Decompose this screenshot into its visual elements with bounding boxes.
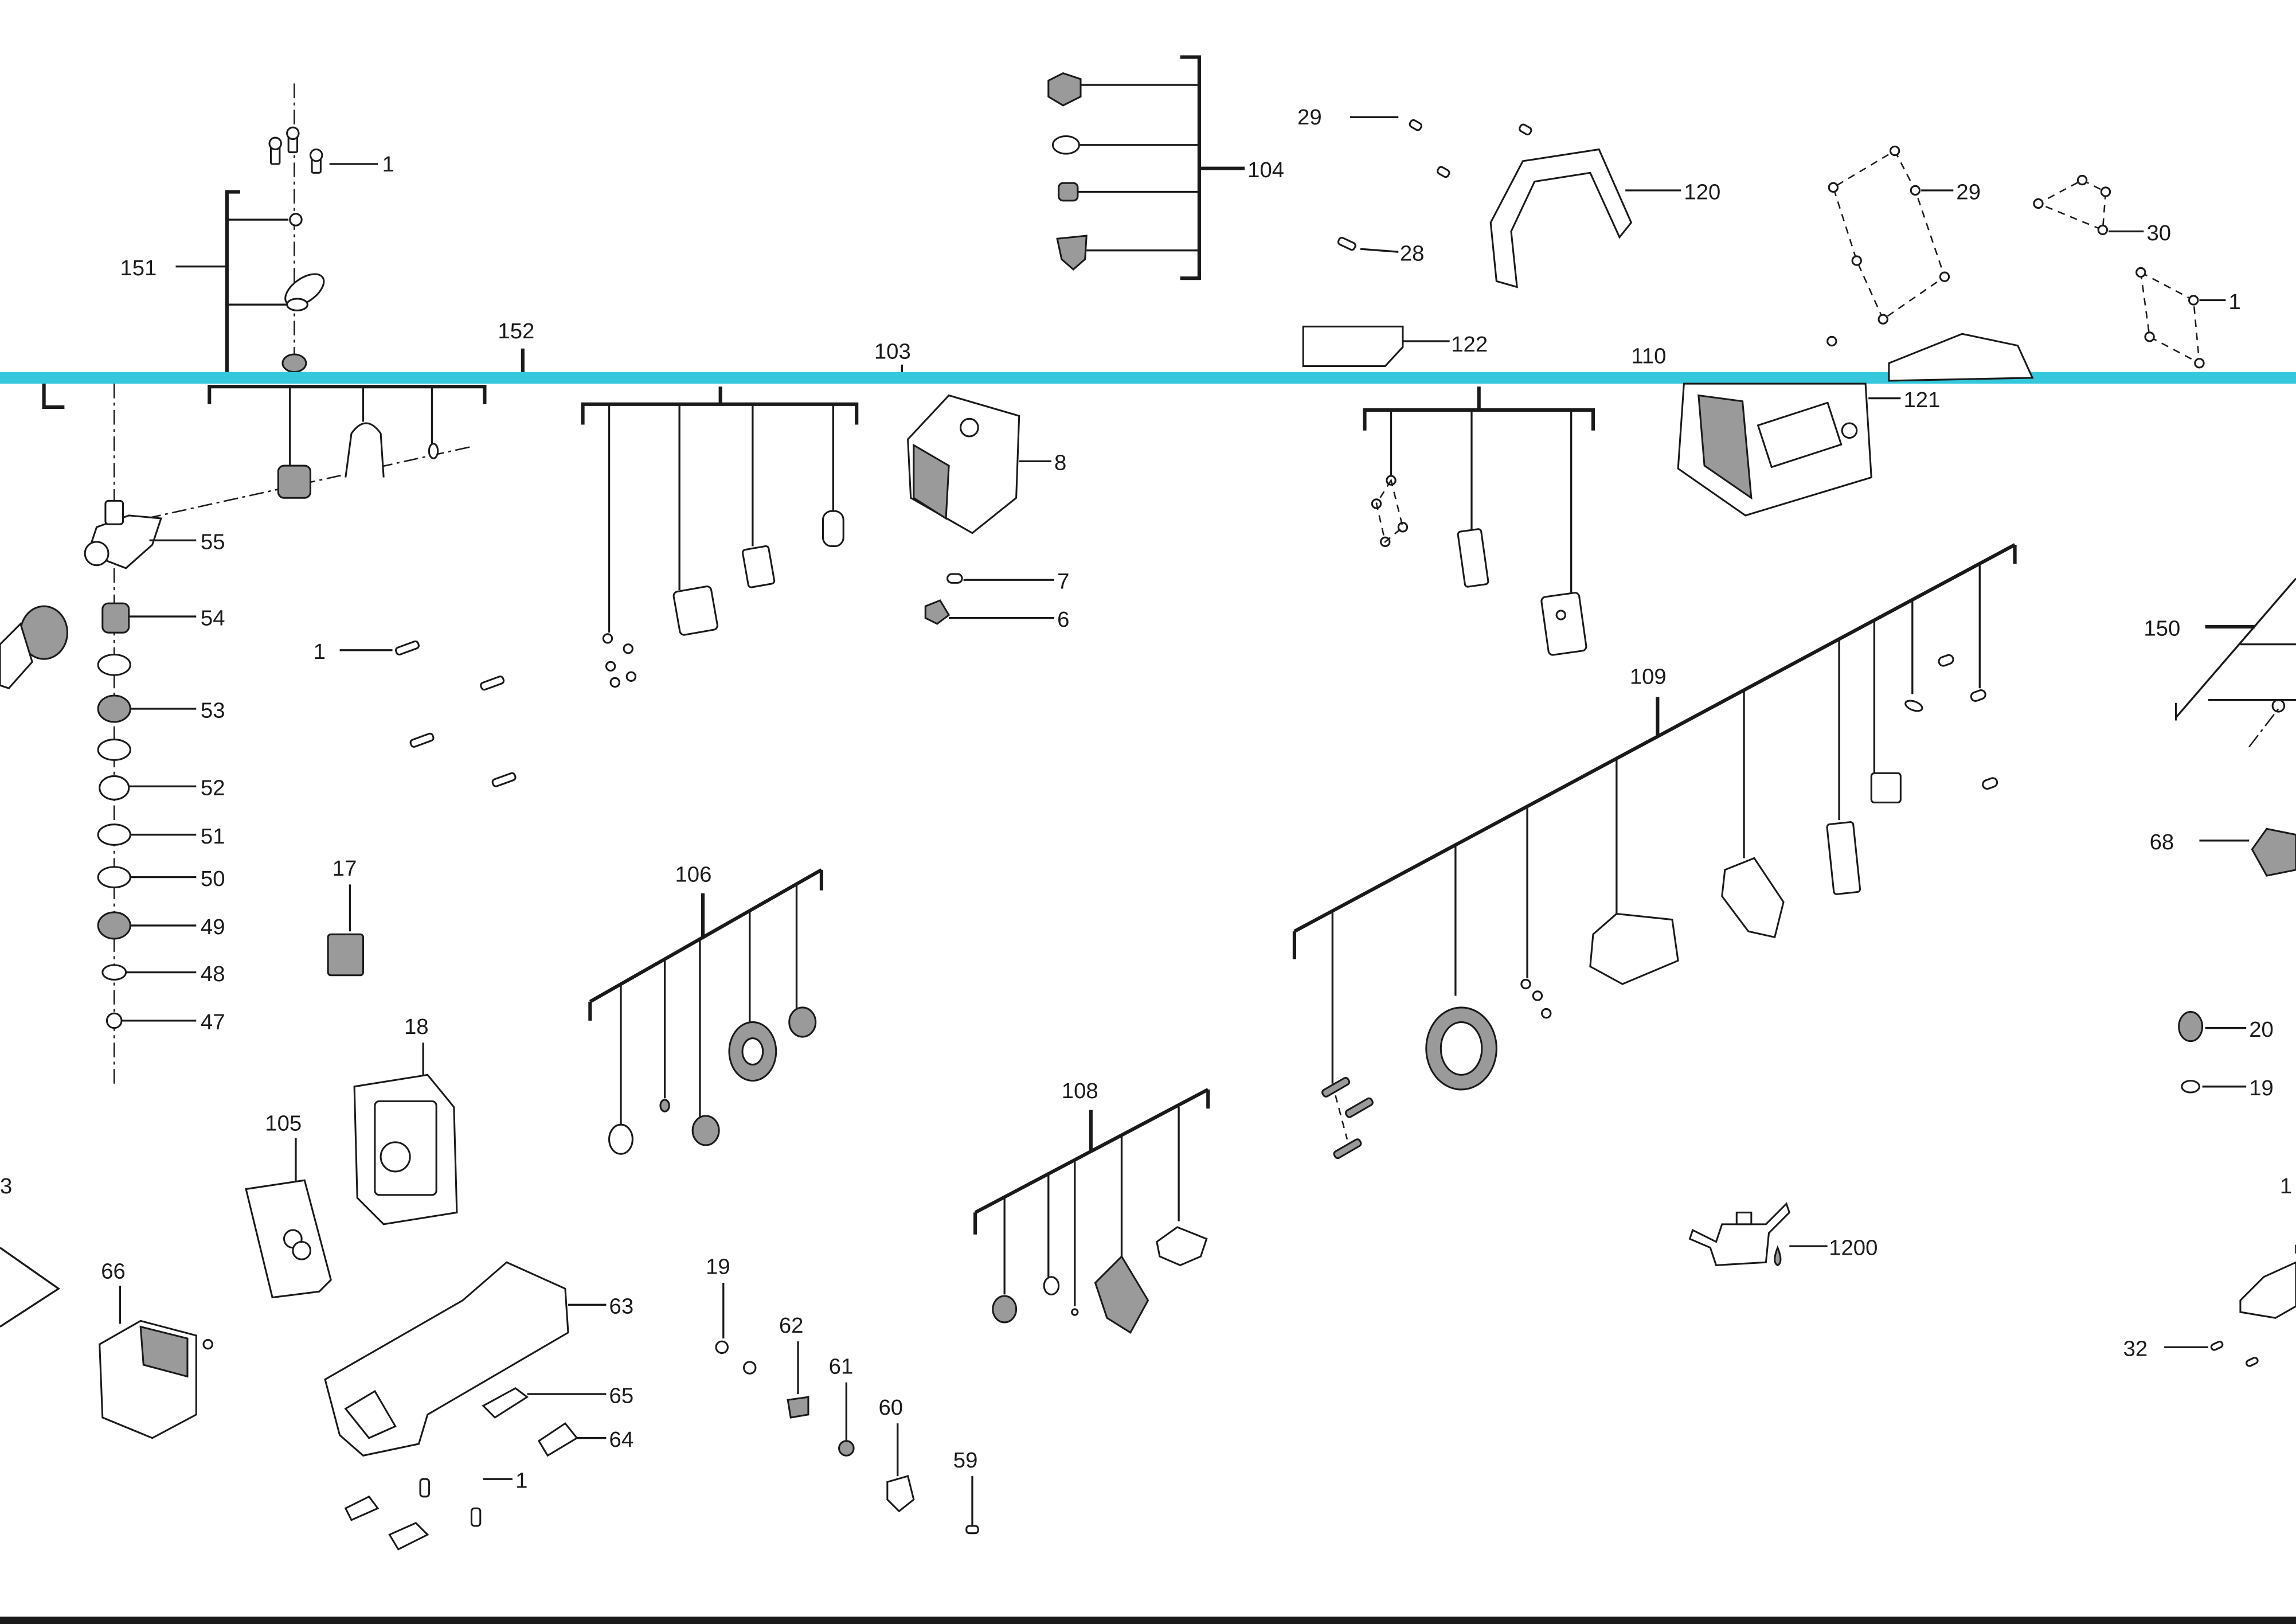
part-group-103	[581, 387, 859, 688]
callout-109: 109	[1630, 665, 1667, 689]
callout-20: 20	[2249, 1017, 2274, 1042]
part-group-68-20-19	[2178, 827, 2296, 1094]
highlight-band	[0, 372, 2296, 384]
part-group-screw-patterns	[1826, 145, 2226, 369]
callout-62: 62	[779, 1313, 804, 1338]
part-group-109	[1292, 543, 2017, 1160]
part-122-label-plate	[1302, 325, 1450, 367]
part-group-valve-stack	[0, 384, 197, 1084]
part-group-151	[175, 83, 378, 374]
part-group-screws-mid	[339, 640, 517, 787]
callout-59: 59	[953, 1448, 978, 1473]
callout-3: 3	[0, 1174, 12, 1199]
callout-19-right: 19	[2249, 1076, 2274, 1100]
callout-1-top: 1	[382, 152, 394, 177]
callout-52: 52	[201, 776, 225, 801]
part-group-3-66	[0, 1247, 213, 1439]
callout-63: 63	[609, 1294, 634, 1319]
part-group-110	[1363, 387, 1595, 656]
callout-121: 121	[1903, 388, 1940, 412]
callout-28: 28	[1400, 241, 1425, 266]
part-121-housing	[1677, 333, 2034, 517]
part-group-32	[2164, 1244, 2296, 1367]
part-group-104	[1047, 55, 1245, 280]
part-group-106	[588, 868, 823, 1155]
part-group-8-7-6	[907, 394, 1055, 625]
callout-1-edge: 1	[2280, 1174, 2292, 1199]
part-group-108	[973, 1088, 1210, 1334]
callout-29-a: 29	[1297, 105, 1322, 130]
callout-8: 8	[1054, 451, 1066, 475]
callout-7: 7	[1057, 569, 1069, 594]
callout-104: 104	[1247, 158, 1284, 182]
callout-18: 18	[404, 1014, 429, 1039]
part-group-150	[2174, 577, 2296, 748]
part-group-63-base	[324, 1261, 607, 1551]
callout-49: 49	[201, 915, 225, 939]
callout-105: 105	[265, 1111, 302, 1135]
callout-152: 152	[498, 319, 534, 343]
callout-1-mid: 1	[314, 639, 326, 664]
callout-103: 103	[874, 339, 911, 364]
bottom-rule	[0, 1617, 2296, 1624]
callout-1-right: 1	[2229, 290, 2241, 314]
callout-120: 120	[1684, 179, 1720, 204]
callout-47: 47	[201, 1010, 225, 1034]
callout-151: 151	[120, 256, 157, 280]
callout-65: 65	[609, 1383, 634, 1408]
callout-122: 122	[1451, 332, 1488, 357]
callout-1200: 1200	[1829, 1235, 1878, 1260]
callout-64: 64	[609, 1427, 634, 1452]
callout-55: 55	[201, 530, 225, 555]
callout-54: 54	[201, 606, 225, 630]
callout-53: 53	[201, 698, 225, 723]
callout-68: 68	[2150, 830, 2174, 854]
callout-66: 66	[101, 1259, 126, 1283]
callout-51: 51	[201, 824, 225, 849]
callout-150: 150	[2144, 616, 2180, 641]
callout-1-bottom: 1	[515, 1469, 527, 1493]
callout-48: 48	[201, 962, 225, 986]
callout-60: 60	[879, 1395, 903, 1420]
part-group-152	[42, 384, 487, 520]
callout-50: 50	[201, 866, 225, 891]
callout-17: 17	[333, 856, 357, 881]
part-group-small-fasteners	[715, 1282, 979, 1535]
callout-30: 30	[2146, 221, 2171, 245]
callout-61: 61	[829, 1354, 854, 1379]
part-group-17-18-105	[245, 884, 458, 1299]
callout-32: 32	[2123, 1337, 2148, 1361]
callout-19-left: 19	[706, 1255, 730, 1279]
callout-29-b: 29	[1956, 179, 1981, 204]
part-1200-oil-can	[1688, 1202, 1828, 1267]
callout-110: 110	[1631, 343, 1666, 368]
callout-6: 6	[1057, 607, 1069, 632]
callout-106: 106	[675, 862, 711, 887]
part-group-handle	[1337, 116, 1681, 288]
callout-108: 108	[1062, 1079, 1098, 1103]
